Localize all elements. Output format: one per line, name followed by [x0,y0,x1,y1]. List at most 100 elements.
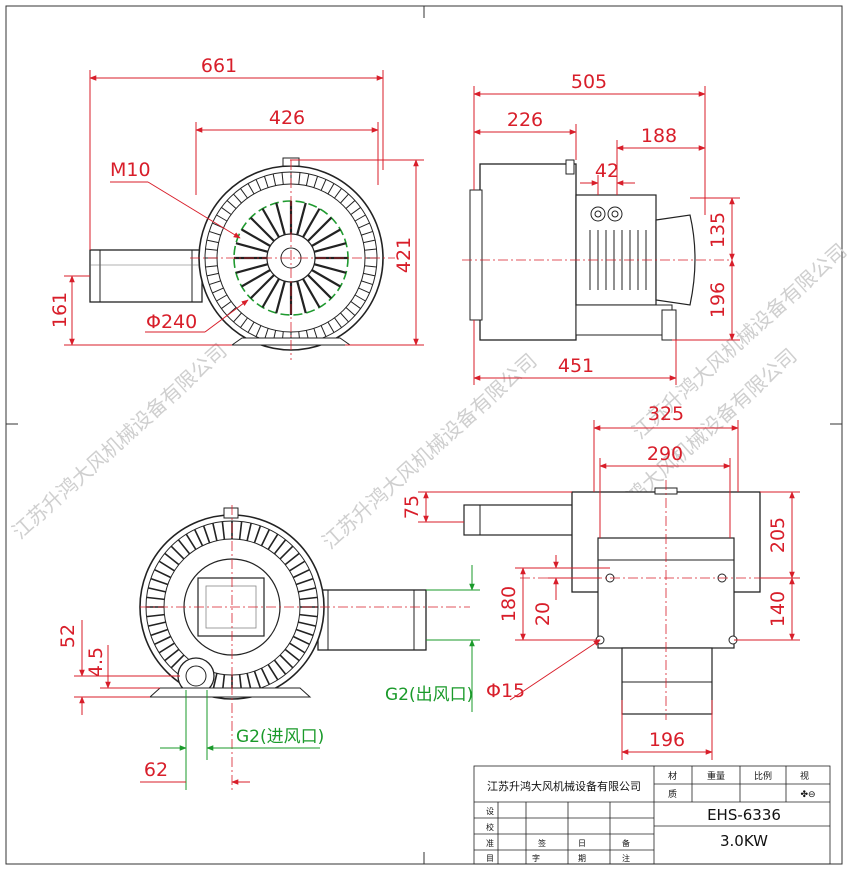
fin-line [209,230,221,236]
dim-505: 505 [571,71,607,93]
side-view [462,159,730,341]
fin-line [233,312,242,323]
fin-line [284,552,300,566]
fin-line [320,179,327,191]
front-dimensions [64,70,424,346]
fin-line [146,596,165,601]
fin-line [263,176,269,188]
fin-line [241,228,271,247]
dim-196-side: 196 [707,282,729,318]
fin-line [170,654,185,669]
tb-power: 3.0KW [720,832,768,850]
fin-line [340,193,349,204]
dim-140: 140 [767,591,789,627]
fin-line [177,539,191,555]
fin-line [158,642,175,654]
watermark-1: 江苏升鸿大风机械设备有限公司 [7,339,231,544]
fin-line [292,568,310,579]
dim-42: 42 [595,160,619,182]
fin-line [299,596,318,601]
fin-line [216,214,228,222]
fin-line [364,265,377,268]
fin-line [313,176,319,188]
fin-line [202,525,211,544]
tb-view-mark: ✤⊖ [800,790,815,800]
fin-line [212,287,224,294]
fin-line [354,294,366,302]
fin-line [221,521,226,540]
fin-line [272,173,277,186]
fin-line [279,654,294,669]
dim-661: 661 [201,55,237,77]
fin-line [350,207,361,215]
dim-426: 426 [269,107,305,129]
fin-line [275,280,286,314]
fin-line [327,183,335,195]
tb-row-ch2: 字 [532,853,540,863]
fin-line [226,200,237,209]
fin-line [305,173,310,186]
rear-dimensions [74,565,480,790]
fin-line [298,172,301,185]
dim-161: 161 [49,292,71,328]
tb-scale: 比例 [754,770,772,782]
fin-line [307,274,333,300]
tb-date: 日 [578,839,586,848]
fin-line [164,552,180,566]
fin-line [249,274,275,300]
fin-line [240,317,248,328]
fin-line [273,539,287,555]
fin-line [221,301,232,309]
fin-line [279,545,294,560]
fin-line [249,216,275,242]
fin-line [235,263,269,274]
fin-line [158,560,175,572]
fin-line [146,613,165,618]
fin-line [154,568,172,579]
dim-62: 62 [144,759,168,781]
fin-line [267,664,279,681]
dim-135: 135 [707,212,729,248]
fin-line [289,560,306,572]
dim-75: 75 [401,495,423,519]
dim-196-bottom: 196 [649,729,685,751]
fin-line [327,321,335,333]
bottom-view [463,480,800,720]
fin-line [255,325,262,337]
fin-line [240,188,248,199]
dim-205: 205 [767,517,789,553]
fin-line [361,230,373,236]
dim-52: 52 [57,624,79,648]
fin-line [363,272,376,277]
fin-line [275,202,286,236]
tb-material: 材 [668,770,677,782]
fin-line [247,321,255,333]
fin-line [358,287,370,294]
fin-line [320,325,327,337]
dim-outlet: G2(出风口) [385,685,473,705]
fin-line [253,670,262,689]
fin-line [281,172,284,185]
fin-line [147,587,166,593]
fin-line [253,525,262,544]
fin-line [354,214,366,222]
fin-line [260,529,271,547]
drawing-frame [5,5,843,865]
tb-weight: 重量 [707,770,725,782]
fin-line [147,621,166,627]
dim-d240: Φ240 [146,311,197,333]
fin-line [363,239,376,244]
dim-188: 188 [641,125,677,147]
dim-325: 325 [648,403,684,425]
fin-line [241,269,271,288]
fin-line [238,521,243,540]
dim-20: 20 [532,602,554,626]
fin-line [340,312,349,323]
fin-line [345,307,356,316]
title-block [473,765,831,865]
fin-line [345,200,356,209]
fin-line [235,242,269,253]
fin-line [206,239,219,244]
tb-row-ch1: 目 [486,854,494,863]
fin-line [260,667,271,685]
